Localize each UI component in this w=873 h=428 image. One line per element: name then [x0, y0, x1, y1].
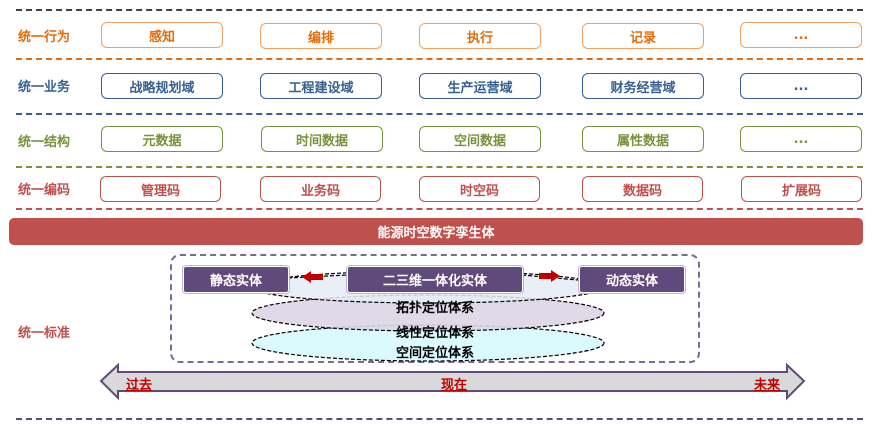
row-label-coding: 统一编码	[18, 183, 71, 198]
row-label-behavior: 统一行为	[18, 30, 71, 45]
digital-twin-banner: 能源时空数字孪生体	[9, 218, 863, 245]
arrow-right-icon	[539, 270, 560, 282]
separator-behavior	[16, 58, 863, 60]
connector-left	[287, 274, 348, 279]
timeline-past: 过去	[126, 378, 153, 393]
separator-coding	[16, 208, 863, 210]
coding-item[interactable]: 数据码	[582, 176, 703, 202]
arrow-left-icon	[302, 271, 323, 283]
separator-structure	[16, 166, 863, 168]
structure-item[interactable]: 元数据	[101, 126, 223, 152]
behavior-item[interactable]: 感知	[101, 22, 223, 48]
separator-business	[16, 113, 863, 115]
structure-item[interactable]: 空间数据	[419, 126, 541, 152]
structure-item[interactable]: ...	[740, 126, 862, 152]
business-item[interactable]: 战略规划域	[101, 73, 223, 99]
structure-item[interactable]: 属性数据	[582, 126, 704, 152]
static-entity[interactable]: 静态实体	[183, 266, 289, 293]
row-label-business: 统一业务	[18, 80, 71, 95]
coding-item[interactable]: 业务码	[260, 176, 381, 202]
dynamic-entity[interactable]: 动态实体	[579, 266, 685, 293]
behavior-item[interactable]: 记录	[582, 23, 704, 49]
coding-item[interactable]: 时空码	[419, 176, 540, 202]
timeline-future: 未来	[754, 378, 781, 393]
business-item[interactable]: 财务经营域	[582, 73, 704, 99]
business-item[interactable]: 工程建设域	[260, 73, 382, 99]
separator-top	[16, 9, 863, 11]
linear-positioning-label: 线性定位体系	[395, 326, 474, 341]
row-label-structure: 统一结构	[18, 135, 71, 150]
coding-item[interactable]: 扩展码	[741, 176, 862, 202]
standard-frame	[170, 254, 700, 363]
connector-right	[521, 274, 579, 281]
timeline-present: 现在	[441, 378, 468, 393]
coding-item[interactable]: 管理码	[100, 176, 221, 202]
structure-item[interactable]: 时间数据	[261, 126, 383, 152]
topology-positioning-label: 拓扑定位体系	[395, 301, 474, 316]
business-item[interactable]: ...	[740, 73, 862, 99]
business-item[interactable]: 生产运营域	[419, 73, 541, 99]
integrated-2d3d-entity[interactable]: 二三维一体化实体	[347, 266, 523, 293]
timeline-arrow	[99, 362, 806, 401]
spatial-positioning-label: 空间定位体系	[395, 346, 474, 361]
behavior-item[interactable]: 执行	[419, 23, 541, 49]
separator-bottom	[16, 418, 863, 420]
behavior-item[interactable]: 编排	[260, 23, 382, 49]
row-label-standard: 统一标准	[18, 326, 71, 341]
behavior-item[interactable]: ...	[740, 22, 862, 48]
